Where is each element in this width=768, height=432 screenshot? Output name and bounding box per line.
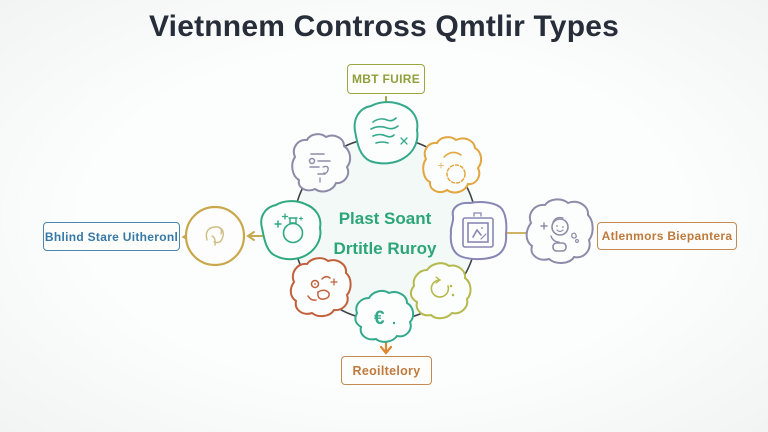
bottom-arrow-head [379, 345, 393, 355]
node-list-doodle [291, 133, 352, 193]
callout-top-label: MBT FUIRE [351, 72, 421, 86]
refresh-icon [430, 276, 455, 298]
left-arrow-head [246, 231, 255, 241]
currency-glyph: € [374, 308, 385, 329]
node-flask [260, 200, 322, 261]
center-label: Plast Soant Drtitle Ruroy [285, 204, 485, 264]
blob-outline [409, 262, 472, 320]
face-icon [307, 275, 338, 301]
picture-frame-icon [462, 212, 494, 248]
callout-bottom-label: Reoiltelory [352, 363, 421, 378]
callout-top: MBT FUIRE [347, 64, 425, 94]
satellite-leaf-circle [184, 205, 246, 267]
scribble-document-icon [370, 117, 408, 145]
callout-right-label: Atlenmors Biepantera [601, 229, 733, 243]
circle-outline [184, 205, 246, 267]
blob-outline [289, 257, 352, 318]
currency-icon: € [374, 308, 396, 329]
leaf-icon [205, 226, 225, 246]
currency-dot [392, 321, 396, 325]
node-currency: € [354, 289, 415, 343]
node-refresh-doodle [409, 262, 472, 320]
blob-outline [260, 200, 322, 261]
node-scribble-document [353, 101, 419, 165]
callout-left-label: Bhlind Stare Uitheronl [44, 229, 179, 244]
node-face-doodle [289, 257, 352, 318]
center-label-line2: Drtitle Ruroy [333, 238, 437, 258]
blob-outline [291, 133, 352, 193]
page-title: Vietnnem Contross Qmtlir Types [149, 10, 619, 43]
flask-icon [274, 213, 304, 244]
blob-outline [422, 136, 483, 194]
blob-outline [353, 101, 419, 165]
callout-right: Atlenmors Biepantera [597, 222, 737, 250]
center-label-line1: Plast Soant [338, 209, 432, 228]
blob-outline [354, 289, 415, 343]
callout-left: Bhlind Stare Uitheronl [43, 222, 180, 251]
node-gear-doodle [422, 136, 483, 194]
person-icon [540, 216, 579, 252]
gear-icon [437, 151, 466, 184]
list-icon [308, 153, 331, 183]
satellite-person-blob [525, 198, 594, 264]
node-picture-frame [449, 201, 508, 261]
callout-bottom: Reoiltelory [341, 356, 432, 385]
